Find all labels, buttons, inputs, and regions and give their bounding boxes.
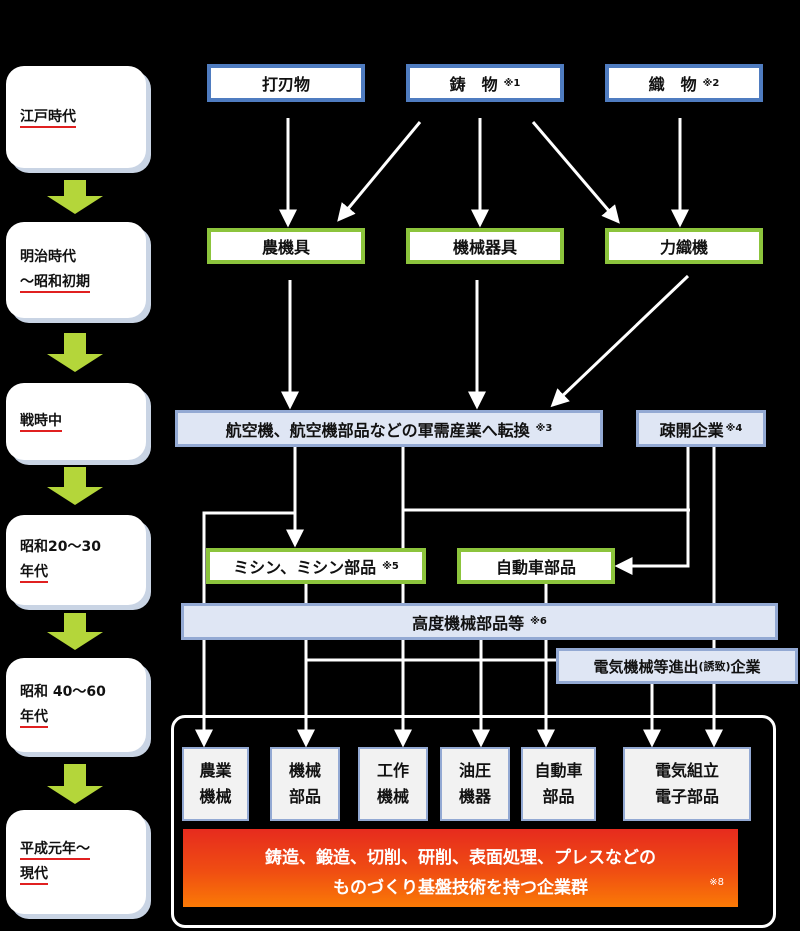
era-wartime: 戦時中 xyxy=(6,383,146,460)
box-advanced-machine-parts: 高度機械部品等 ※6 xyxy=(181,603,778,640)
era-arrow-1 xyxy=(47,180,103,214)
box-noukigu-label: 農機具 xyxy=(261,238,310,257)
box-electrical-companies: 電気機械等進出 (誘致) 企業 xyxy=(556,648,798,684)
era-meiji-line2: ～昭和初期 xyxy=(20,273,90,293)
box-advanced-machine-parts-note: ※6 xyxy=(530,616,547,627)
era-showa-20-30-line1: 昭和20～30 xyxy=(20,539,101,555)
box-munitions-conversion: 航空機、航空機部品などの軍需産業へ転換 ※3 xyxy=(175,410,603,447)
era-showa-40-60-line2: 年代 xyxy=(20,708,48,728)
box-evacuated-companies: 疎開企業 ※4 xyxy=(636,410,766,447)
box-electrical-companies-label-a: 電気機械等進出 xyxy=(593,657,699,676)
box-auto-parts: 自動車部品 xyxy=(457,548,615,584)
era-showa-40-60-line1: 昭和 40～60 xyxy=(20,684,106,700)
era-heisei-line1: 平成元年～ xyxy=(20,840,90,860)
box-orimono-label: 織 物 xyxy=(648,75,697,94)
box-advanced-machine-parts-label: 高度機械部品等 xyxy=(412,613,525,633)
box-automotive-parts-line1: 自動車 xyxy=(534,761,583,780)
era-showa-20-30: 昭和20～30 年代 xyxy=(6,515,146,605)
era-heisei-line2: 現代 xyxy=(20,865,48,885)
box-sewing-machines-label: ミシン、ミシン部品 xyxy=(233,558,377,577)
era-meiji-line1: 明治時代 xyxy=(20,249,76,265)
box-orimono-note: ※2 xyxy=(702,77,720,89)
industry-cluster-frame xyxy=(171,715,776,928)
era-arrow-3 xyxy=(47,467,103,505)
box-hydraulic-equipment-line2: 機器 xyxy=(458,787,491,806)
foundational-tech-line1: 鋳造、鍛造、切削、研削、表面処理、プレスなどの xyxy=(265,848,656,868)
box-machine-parts-line1: 機械 xyxy=(288,761,321,780)
box-automotive-parts-line2: 部品 xyxy=(542,787,575,806)
box-machine-parts: 機械部品 xyxy=(270,747,340,821)
box-rikishokki: 力織機 xyxy=(605,228,763,264)
box-noukigu: 農機具 xyxy=(207,228,365,264)
box-electrical-companies-label-b: (誘致) xyxy=(698,660,731,673)
era-arrow-4 xyxy=(47,613,103,650)
box-munitions-conversion-note: ※3 xyxy=(535,423,553,434)
era-wartime-label: 戦時中 xyxy=(20,412,62,432)
box-machine-tools-line1: 工作 xyxy=(376,761,409,780)
box-sewing-machines: ミシン、ミシン部品 ※5 xyxy=(206,548,426,584)
box-hydraulic-equipment: 油圧機器 xyxy=(440,747,510,821)
box-sewing-machines-note: ※5 xyxy=(382,560,399,572)
box-agri-machinery-line1: 農業 xyxy=(199,761,232,780)
box-electronic-parts-line1: 電気組立 xyxy=(654,761,719,780)
box-machine-tools-line2: 機械 xyxy=(376,787,409,806)
arrow-evacuated-to-auto-parts xyxy=(614,447,690,575)
box-kikaikigu-label: 機械器具 xyxy=(452,238,517,257)
arrow-munitions-to-agri xyxy=(195,511,295,748)
era-heisei: 平成元年～ 現代 xyxy=(6,810,146,914)
box-agri-machinery-line2: 機械 xyxy=(199,787,232,806)
box-kikaikigu: 機械器具 xyxy=(406,228,564,264)
box-imono: 鋳 物 ※1 xyxy=(406,64,564,102)
era-arrow-2 xyxy=(47,333,103,372)
arrow-imono-to-noukigu xyxy=(337,121,422,222)
box-uchihamono-label: 打刃物 xyxy=(261,75,310,94)
box-hydraulic-equipment-line1: 油圧 xyxy=(458,761,491,780)
box-imono-label: 鋳 物 xyxy=(449,75,498,94)
foundational-tech-note: ※8 xyxy=(709,877,724,888)
era-edo: 江戸時代 xyxy=(6,66,146,168)
era-edo-label: 江戸時代 xyxy=(20,108,76,128)
era-showa-40-60: 昭和 40～60 年代 xyxy=(6,658,146,752)
box-orimono: 織 物 ※2 xyxy=(605,64,763,102)
era-showa-20-30-line2: 年代 xyxy=(20,563,48,583)
box-electronic-parts: 電気組立電子部品 xyxy=(623,747,751,821)
box-evacuated-companies-note: ※4 xyxy=(725,423,743,434)
box-agri-machinery: 農業機械 xyxy=(182,747,249,821)
arrow-imono-to-rikishokki xyxy=(531,121,620,224)
box-evacuated-companies-label: 疎開企業 xyxy=(659,420,724,440)
box-munitions-conversion-label: 航空機、航空機部品などの軍需産業へ転換 xyxy=(225,420,530,440)
box-auto-parts-label: 自動車部品 xyxy=(495,558,576,577)
box-rikishokki-label: 力織機 xyxy=(659,238,708,257)
box-electrical-companies-label-c: 企業 xyxy=(730,657,761,676)
box-imono-note: ※1 xyxy=(503,77,521,89)
box-electronic-parts-line2: 電子部品 xyxy=(654,787,719,806)
foundational-tech-line2: ものづくり基盤技術を持つ企業群 xyxy=(333,878,588,898)
box-uchihamono: 打刃物 xyxy=(207,64,365,102)
box-machine-tools: 工作機械 xyxy=(358,747,428,821)
foundational-tech-banner: 鋳造、鍛造、切削、研削、表面処理、プレスなどの ものづくり基盤技術を持つ企業群 … xyxy=(183,829,738,907)
box-machine-parts-line2: 部品 xyxy=(288,787,321,806)
box-automotive-parts: 自動車部品 xyxy=(521,747,596,821)
era-arrow-5 xyxy=(47,764,103,804)
arrow-rikishokki-to-munitions xyxy=(550,274,690,408)
era-meiji: 明治時代 ～昭和初期 xyxy=(6,222,146,318)
